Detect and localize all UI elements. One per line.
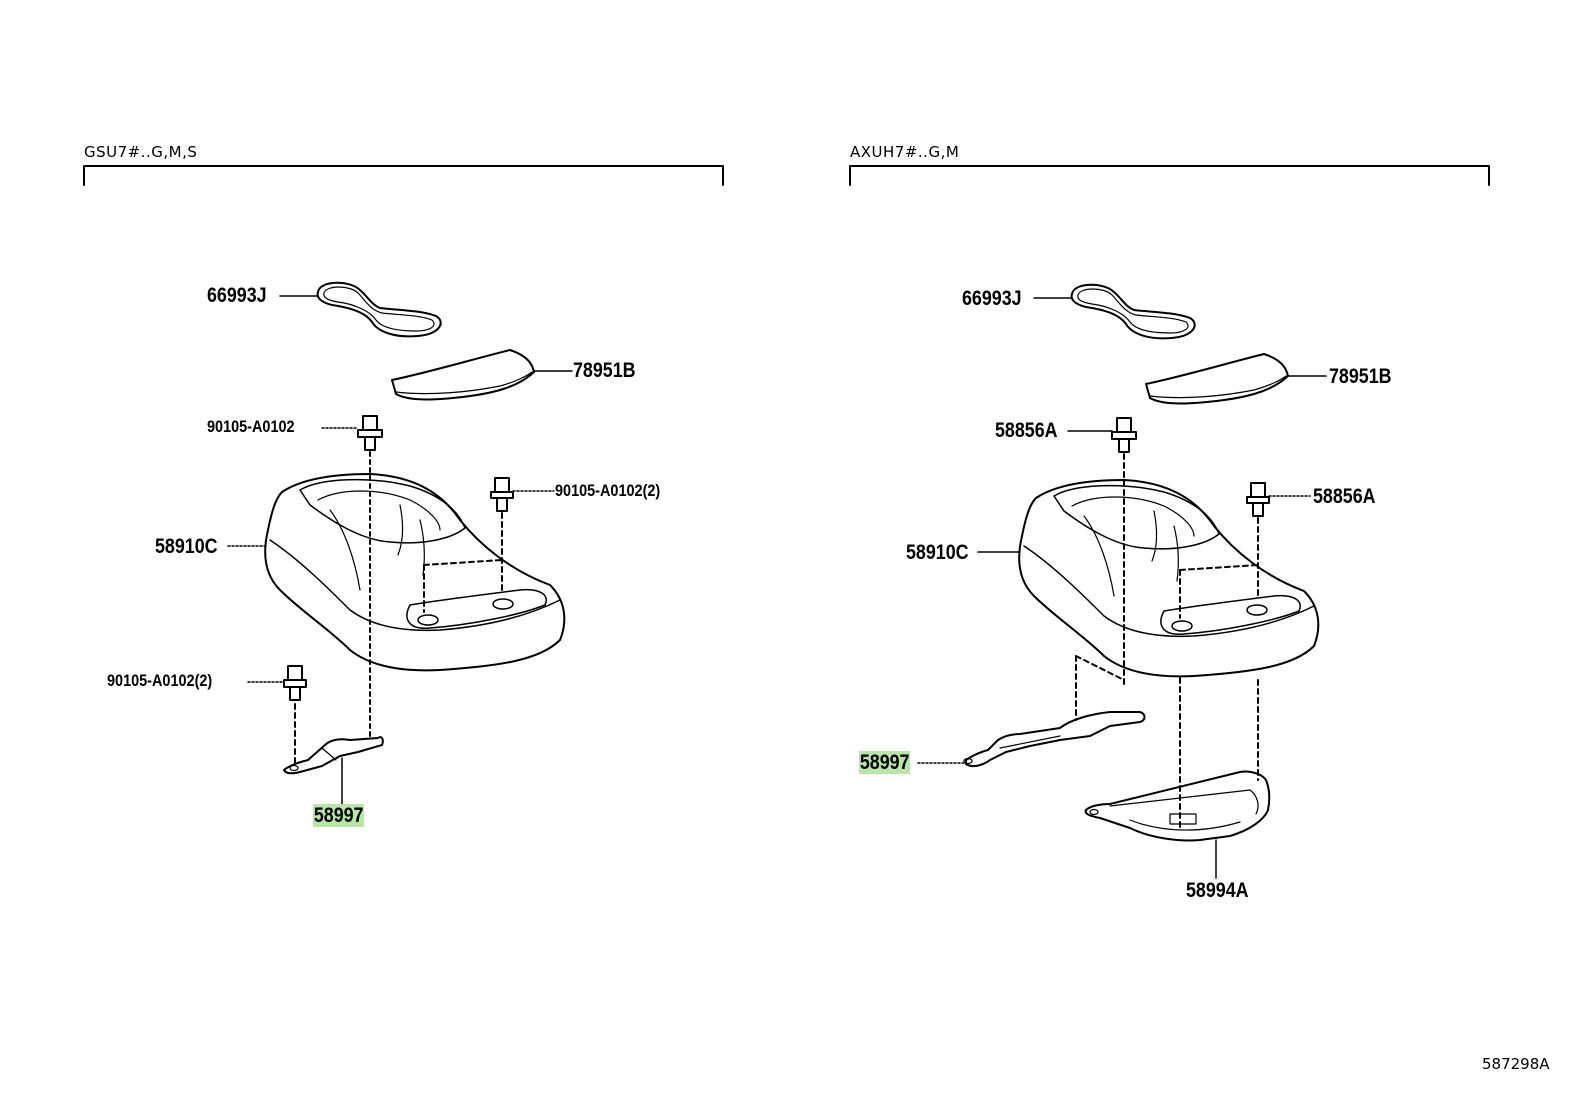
bolt-top <box>1111 417 1137 453</box>
right-assembly <box>917 283 1327 879</box>
callout-console-box[interactable]: 58910C <box>155 535 218 558</box>
highlight-part: 58997 <box>313 804 365 827</box>
illustration-code: 587298A <box>1482 1055 1550 1073</box>
bracket <box>965 711 1146 768</box>
left-assembly <box>227 281 573 809</box>
console-box <box>1018 479 1320 678</box>
highlight-part: 58997 <box>859 751 911 774</box>
bolt-lower <box>283 665 307 701</box>
callout-bolt-top[interactable]: 90105-A0102 <box>207 417 295 436</box>
seal-ring <box>316 281 442 338</box>
callout-console-box[interactable]: 58910C <box>906 541 969 564</box>
bracket <box>283 736 384 775</box>
plate <box>1084 770 1271 842</box>
console-box <box>264 473 566 672</box>
section-header-left: GSU7#..G,M,S <box>84 143 198 161</box>
callout-bracket[interactable]: 58997 <box>859 751 911 775</box>
section-bracket-left <box>83 165 724 186</box>
callout-mat[interactable]: 78951B <box>1329 365 1392 388</box>
bolt-top <box>357 415 383 451</box>
seal-ring <box>1070 283 1196 340</box>
bolt-right <box>1246 482 1270 517</box>
bolt-right <box>490 477 514 512</box>
callout-bolt-top[interactable]: 58856A <box>995 419 1058 442</box>
callout-seal[interactable]: 66993J <box>962 287 1022 310</box>
callout-plate[interactable]: 58994A <box>1186 879 1249 902</box>
callout-bolt-right[interactable]: 58856A <box>1313 485 1376 508</box>
section-header-right: AXUH7#..G,M <box>850 143 960 161</box>
section-bracket-right <box>849 165 1490 186</box>
mat <box>391 349 535 401</box>
callout-bolt-lower[interactable]: 90105-A0102(2) <box>107 671 213 690</box>
callout-seal[interactable]: 66993J <box>207 284 267 307</box>
callout-bolt-right[interactable]: 90105-A0102(2) <box>555 481 661 500</box>
callout-mat[interactable]: 78951B <box>573 359 636 382</box>
callout-bracket[interactable]: 58997 <box>313 804 365 828</box>
